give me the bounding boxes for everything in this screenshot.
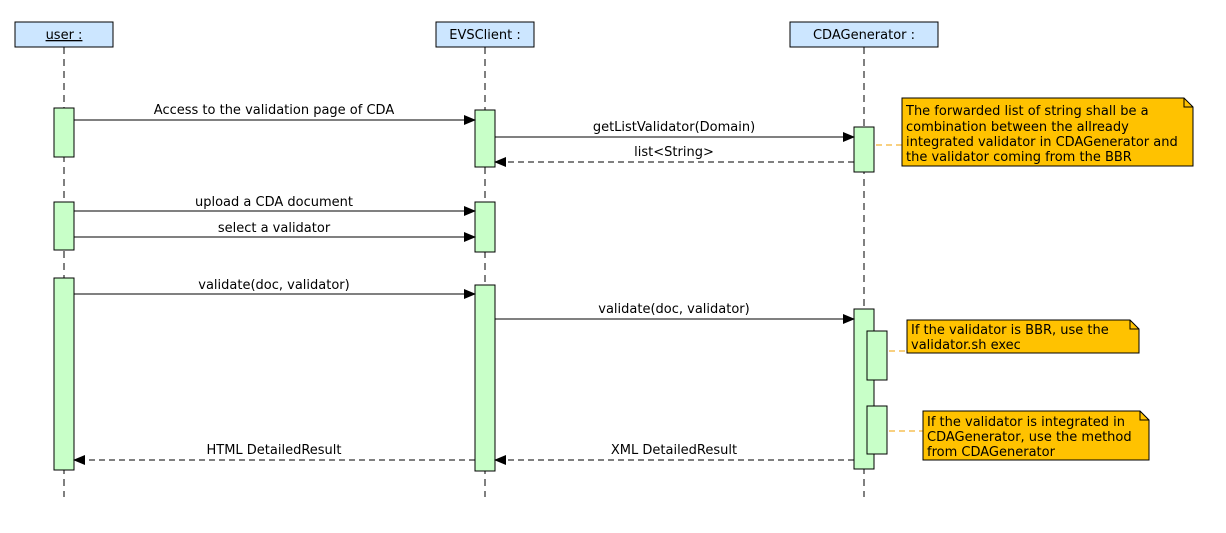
- participant-label: EVSClient :: [449, 28, 521, 43]
- message-label: upload a CDA document: [195, 195, 353, 210]
- participant-label: CDAGenerator :: [813, 28, 915, 43]
- note-line: the validator coming from the BBR: [906, 150, 1132, 165]
- activation-bar: [53, 277, 75, 471]
- message-label: Access to the validation page of CDA: [154, 103, 395, 118]
- activation-bar-nested: [866, 405, 888, 455]
- note-line: CDAGenerator, use the method: [927, 430, 1132, 445]
- message-label: getListValidator(Domain): [593, 120, 755, 135]
- participant-cdagenerator[interactable]: CDAGenerator :: [789, 21, 939, 48]
- note-line: If the validator is integrated in: [927, 415, 1125, 430]
- activation-bar: [474, 201, 496, 253]
- message-html-detailed-result[interactable]: HTML DetailedResult: [73, 443, 475, 465]
- note-bbr-validator[interactable]: If the validator is BBR, use the validat…: [889, 319, 1140, 354]
- note-integrated-validator[interactable]: If the validator is integrated in CDAGen…: [889, 410, 1150, 461]
- message-validate-user-to-evs[interactable]: validate(doc, validator): [74, 278, 476, 299]
- participant-user[interactable]: user :: [14, 21, 114, 48]
- note-line: combination between the allready: [906, 120, 1129, 135]
- activation-bar-nested: [866, 330, 888, 381]
- message-label: XML DetailedResult: [611, 443, 737, 458]
- note-line: The forwarded list of string shall be a: [905, 104, 1149, 119]
- activation-bar: [853, 126, 875, 173]
- message-label: select a validator: [218, 221, 331, 236]
- message-validate-evs-to-cda[interactable]: validate(doc, validator): [495, 302, 855, 324]
- note-line: If the validator is BBR, use the: [911, 323, 1109, 338]
- note-line: integrated validator in CDAGenerator and: [906, 135, 1178, 150]
- message-xml-detailed-result[interactable]: XML DetailedResult: [494, 443, 854, 465]
- participant-evsclient[interactable]: EVSClient :: [435, 21, 535, 48]
- activation-bar: [53, 201, 75, 251]
- activation-bar: [53, 107, 75, 158]
- message-list-string-return[interactable]: list<String>: [494, 145, 854, 167]
- message-select-validator[interactable]: select a validator: [74, 221, 476, 242]
- activation-bar: [474, 284, 496, 472]
- participant-label: user :: [46, 28, 83, 43]
- message-label: HTML DetailedResult: [206, 443, 341, 458]
- note-line: validator.sh exec: [911, 338, 1021, 353]
- note-line: from CDAGenerator: [927, 445, 1056, 460]
- message-upload-cda-document[interactable]: upload a CDA document: [74, 195, 476, 216]
- message-label: list<String>: [634, 145, 714, 160]
- message-label: validate(doc, validator): [198, 278, 349, 293]
- activation-bar: [474, 109, 496, 168]
- message-label: validate(doc, validator): [598, 302, 749, 317]
- note-forwarded-list[interactable]: The forwarded list of string shall be a …: [876, 97, 1194, 167]
- message-get-list-validator[interactable]: getListValidator(Domain): [495, 120, 855, 142]
- message-access-validation-page[interactable]: Access to the validation page of CDA: [74, 103, 476, 125]
